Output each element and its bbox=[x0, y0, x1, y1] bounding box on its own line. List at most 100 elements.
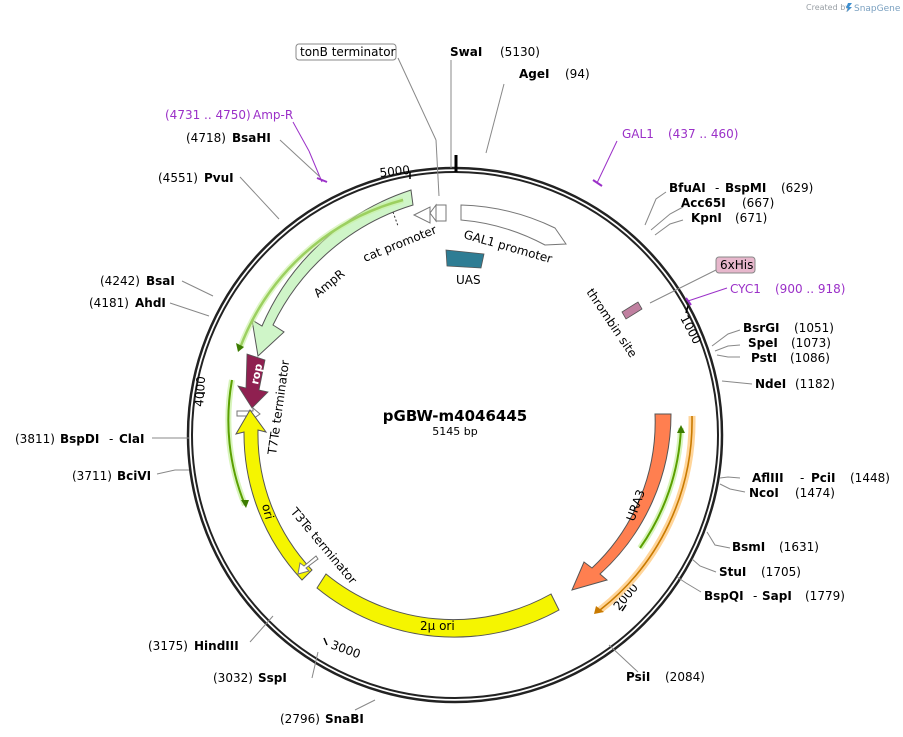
enzyme-agei-name: AgeI bbox=[519, 67, 549, 81]
ampr-label: AmpR bbox=[311, 267, 347, 301]
enzyme-bsahi-pos: (4718) bbox=[186, 131, 226, 145]
plasmid-length: 5145 bp bbox=[432, 425, 477, 438]
rop-feature[interactable] bbox=[237, 353, 269, 409]
enzyme-bsrgi-pos: (1051) bbox=[794, 321, 834, 335]
enzyme-psti-name: PstI bbox=[751, 351, 777, 365]
primer-cyc1[interactable] bbox=[685, 287, 728, 306]
credit-text: Created by bbox=[806, 3, 850, 12]
ura3-orf-arrowhead bbox=[677, 425, 685, 433]
ori-label: ori bbox=[259, 502, 276, 521]
thrombin-site-feature[interactable] bbox=[621, 301, 643, 320]
plasmid-name: pGBW-m4046445 bbox=[383, 407, 527, 425]
enzyme-bcivi-pos: (3711) bbox=[72, 469, 112, 483]
enzyme-agei-pos: (94) bbox=[565, 67, 590, 81]
cat-promoter-label: cat promoter bbox=[361, 222, 439, 264]
enzyme-ahdi-name: AhdI bbox=[135, 296, 166, 310]
enzyme-sspi-name: SspI bbox=[258, 671, 287, 685]
enzyme-acc65i-pos: (667) bbox=[742, 196, 774, 210]
snapgene-logo bbox=[846, 3, 852, 12]
enzyme-leader-lines bbox=[152, 60, 753, 711]
enzyme-psii-name: PsiI bbox=[626, 670, 650, 684]
enzyme-ncoi-pos: (1474) bbox=[795, 486, 835, 500]
ori-orf-arrowhead bbox=[241, 500, 249, 508]
rop-label: rop bbox=[248, 362, 265, 385]
tick-3000: 3000 bbox=[329, 638, 362, 662]
enzyme-kpni-name: KpnI bbox=[691, 211, 722, 225]
primer-ampr-name: Amp-R bbox=[253, 108, 293, 122]
enzyme-ncoi-name: NcoI bbox=[749, 486, 779, 500]
t7te-label: T7Te terminator bbox=[265, 359, 292, 456]
enzyme-bsmi-name: BsmI bbox=[732, 540, 765, 554]
tonb-terminator-feature[interactable] bbox=[412, 203, 447, 224]
primer-cyc1-name: CYC1 bbox=[730, 282, 761, 296]
primer-gal1-range: (437 .. 460) bbox=[668, 127, 738, 141]
tick-5000: 5000 bbox=[379, 163, 411, 180]
enzyme-bspdi-sep: - bbox=[109, 432, 113, 446]
enzyme-stui-name: StuI bbox=[719, 565, 746, 579]
ori-orf-arc-line bbox=[227, 379, 246, 506]
enzyme-pvui-name: PvuI bbox=[204, 171, 234, 185]
enzyme-swai-name: SwaI bbox=[450, 45, 482, 59]
enzyme-ndei-pos: (1182) bbox=[795, 377, 835, 391]
enzyme-bcivi-name: BciVI bbox=[117, 469, 151, 483]
enzyme-sspi-pos: (3032) bbox=[213, 671, 253, 685]
primer-gal1-name: GAL1 bbox=[622, 127, 654, 141]
enzyme-bspqi-sep: - bbox=[753, 589, 757, 603]
ori-feature[interactable] bbox=[234, 409, 313, 581]
enzyme-bfuai-name: BfuAI bbox=[669, 181, 706, 195]
enzyme-bspqi-pos: (1779) bbox=[805, 589, 845, 603]
enzyme-bspqi-name: BspQI bbox=[704, 589, 744, 603]
uas-feature[interactable] bbox=[445, 249, 485, 269]
cat-promoter-divider bbox=[392, 211, 399, 227]
enzyme-psti-pos: (1086) bbox=[790, 351, 830, 365]
enzyme-bsmi-pos: (1631) bbox=[779, 540, 819, 554]
enzyme-sapi-name: SapI bbox=[762, 589, 792, 603]
thrombin-site-label: thrombin site bbox=[584, 286, 640, 360]
tick-4000: 4000 bbox=[192, 376, 208, 407]
enzyme-afliii-sep: - bbox=[800, 471, 804, 485]
enzyme-afliii-pos: (1448) bbox=[850, 471, 890, 485]
his-label: 6xHis bbox=[720, 258, 753, 272]
ampr-orf-arrowhead bbox=[236, 343, 244, 352]
ori-orf-arc bbox=[225, 379, 248, 507]
enzyme-pvui-pos: (4551) bbox=[158, 171, 198, 185]
brand-text: SnapGene bbox=[854, 4, 901, 14]
ura3-feature[interactable] bbox=[571, 413, 672, 591]
ura3-outer-arrowhead bbox=[594, 606, 604, 614]
primer-ampr-range: (4731 .. 4750) bbox=[165, 108, 251, 122]
enzyme-snabi-name: SnaBI bbox=[325, 712, 364, 726]
enzyme-bfuai-pos: (629) bbox=[781, 181, 813, 195]
enzyme-bspmi-name: BspMI bbox=[725, 181, 766, 195]
enzyme-hindiii-pos: (3175) bbox=[148, 639, 188, 653]
enzyme-spei-name: SpeI bbox=[748, 336, 778, 350]
t3te-terminator-feature[interactable] bbox=[297, 555, 319, 575]
enzyme-bspdi-name: BspDI bbox=[60, 432, 99, 446]
primer-gal1[interactable] bbox=[592, 140, 618, 187]
enzyme-clai-name: ClaI bbox=[119, 432, 144, 446]
enzyme-snabi-pos: (2796) bbox=[280, 712, 320, 726]
enzyme-kpni-pos: (671) bbox=[735, 211, 767, 225]
enzyme-swai-pos: (5130) bbox=[500, 45, 540, 59]
enzyme-bsrgi-name: BsrGI bbox=[743, 321, 780, 335]
enzyme-psii-pos: (2084) bbox=[665, 670, 705, 684]
enzyme-afliii-name: AflIII bbox=[752, 471, 784, 485]
uas-label: UAS bbox=[456, 273, 481, 287]
ura3-orf-arc-line bbox=[639, 427, 682, 549]
enzyme-bsai-pos: (4242) bbox=[100, 274, 140, 288]
his-leader bbox=[649, 269, 717, 304]
tonb-leader bbox=[397, 57, 437, 141]
scale-ticks bbox=[197, 172, 689, 646]
enzyme-ahdi-pos: (4181) bbox=[89, 296, 129, 310]
primer-cyc1-range: (900 .. 918) bbox=[775, 282, 845, 296]
ampr-orf-arc-outline bbox=[237, 197, 404, 350]
tonb-label-box bbox=[295, 43, 397, 61]
enzyme-bfuai-sep: - bbox=[715, 181, 719, 195]
enzyme-stui-pos: (1705) bbox=[761, 565, 801, 579]
his-label-box bbox=[715, 256, 756, 274]
gal1-promoter-feature[interactable] bbox=[460, 204, 567, 246]
primer-ampr[interactable] bbox=[292, 121, 328, 183]
two-mu-ori-feature[interactable] bbox=[316, 573, 560, 638]
enzyme-bspdi-pos: (3811) bbox=[15, 432, 55, 446]
tonb-label: tonB terminator bbox=[300, 45, 396, 59]
